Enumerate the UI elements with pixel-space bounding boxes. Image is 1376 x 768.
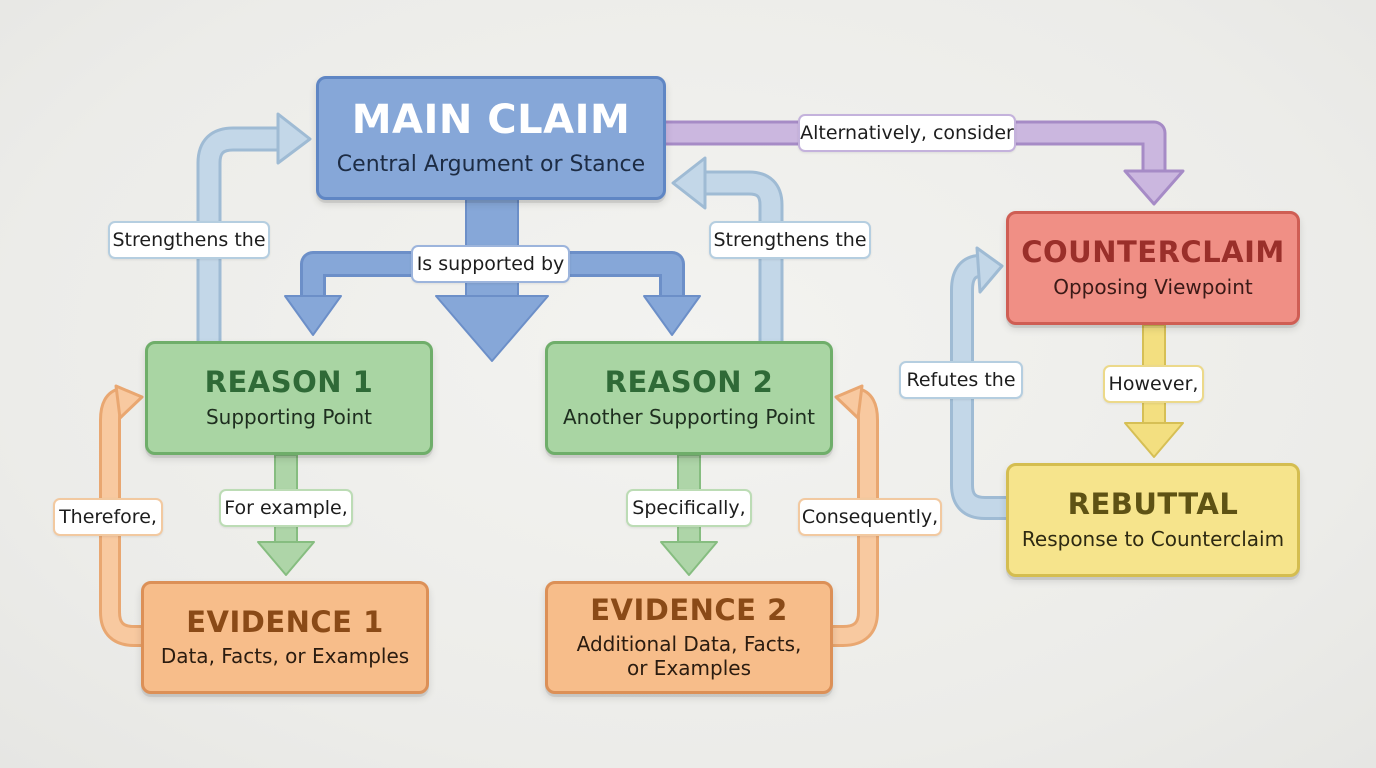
evidence-2-subtitle: Additional Data, Facts, or Examples xyxy=(576,632,802,681)
connector-label-specifically: Specifically, xyxy=(626,489,752,527)
reason-1-box: REASON 1 Supporting Point xyxy=(145,341,433,455)
reason-1-subtitle: Supporting Point xyxy=(205,404,372,429)
evidence-2-title: EVIDENCE 2 xyxy=(590,592,788,627)
main-claim-title: MAIN CLAIM xyxy=(351,96,631,143)
arrow-evidence2-to-reason2 xyxy=(832,384,879,647)
arrow-rebuttal-to-counterclaim xyxy=(950,246,1006,520)
evidence-1-title: EVIDENCE 1 xyxy=(186,604,384,639)
connector-label-consequently: Consequently, xyxy=(798,498,942,536)
arrow-evidence1-to-reason1 xyxy=(99,384,145,647)
counterclaim-title: COUNTERCLAIM xyxy=(1021,235,1285,270)
rebuttal-subtitle: Response to Counterclaim xyxy=(1021,526,1285,551)
counterclaim-subtitle: Opposing Viewpoint xyxy=(1053,274,1253,299)
arrow-reason2-to-main xyxy=(671,156,784,341)
connector-label-for-example: For example, xyxy=(219,489,353,527)
connector-label-alternatively: Alternatively, consider xyxy=(798,114,1016,152)
rebuttal-title: REBUTTAL xyxy=(1067,487,1239,522)
evidence-1-box: EVIDENCE 1 Data, Facts, or Examples xyxy=(141,581,429,694)
connector-label-refutes: Refutes the xyxy=(899,361,1023,399)
connector-label-however: However, xyxy=(1103,365,1204,403)
connector-label-strengthens-left: Strengthens the xyxy=(108,221,270,259)
arrow-reason1-to-main xyxy=(196,112,312,341)
rebuttal-box: REBUTTAL Response to Counterclaim xyxy=(1006,463,1300,577)
connector-label-supported-by: Is supported by xyxy=(411,245,570,283)
main-claim-box: MAIN CLAIM Central Argument or Stance xyxy=(316,76,666,200)
reason-2-box: REASON 2 Another Supporting Point xyxy=(545,341,833,455)
connector-label-therefore: Therefore, xyxy=(53,498,163,536)
reason-2-subtitle: Another Supporting Point xyxy=(562,404,815,429)
main-claim-subtitle: Central Argument or Stance xyxy=(336,151,646,177)
counterclaim-box: COUNTERCLAIM Opposing Viewpoint xyxy=(1006,211,1300,325)
evidence-1-subtitle: Data, Facts, or Examples xyxy=(160,644,410,669)
connector-label-strengthens-right: Strengthens the xyxy=(709,221,871,259)
reason-1-title: REASON 1 xyxy=(204,365,374,400)
evidence-2-box: EVIDENCE 2 Additional Data, Facts, or Ex… xyxy=(545,581,833,694)
reason-2-title: REASON 2 xyxy=(604,365,774,400)
